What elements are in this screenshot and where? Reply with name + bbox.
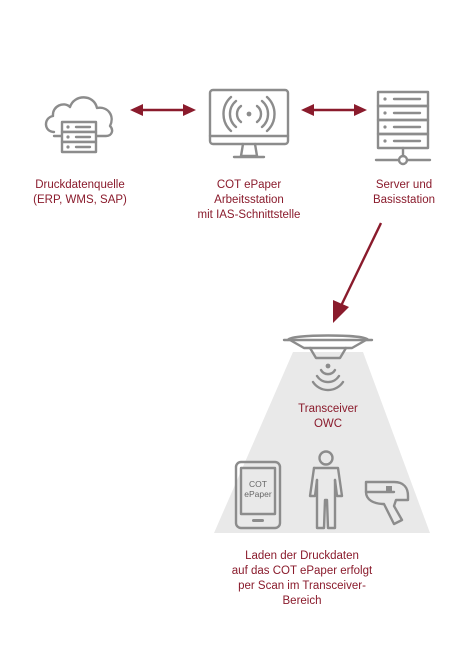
caption-line1: Laden der Druckdaten: [245, 550, 359, 562]
workstation-label-line3: mit IAS-Schnittstelle: [197, 209, 301, 221]
server-label: Server und Basisstation: [344, 178, 464, 208]
cloud-server-icon: [44, 96, 114, 154]
workstation-label-line2: Arbeitsstation: [214, 194, 284, 206]
server-rack-icon: [374, 90, 432, 166]
transceiver-label-line1: Transceiver: [298, 403, 358, 415]
monitor-wireless-icon: [208, 88, 290, 159]
server-label-line1: Server und: [375, 179, 433, 191]
epaper-tablet-icon: [234, 460, 282, 530]
caption-line3: per Scan im Transceiver-: [238, 580, 366, 592]
tablet-text-line2: ePaper: [244, 489, 272, 499]
workstation-label: COT ePaper Arbeitsstation mit IAS-Schnit…: [174, 178, 324, 223]
transceiver-label: Transceiver OWC: [268, 402, 388, 432]
caption-line2: auf das COT ePaper erfolgt: [231, 565, 373, 577]
person-icon: [308, 450, 344, 530]
bidirectional-arrow-workstation-server: [301, 104, 367, 116]
source-label-line1: Druckdatenquelle: [35, 179, 125, 191]
source-label: Druckdatenquelle (ERP, WMS, SAP): [10, 178, 150, 208]
tablet-text-line1: COT: [249, 479, 267, 489]
tablet-screen-text: COT ePaper: [241, 479, 275, 499]
workstation-label-line1: COT ePaper: [216, 179, 282, 191]
caption-line4: Bereich: [282, 595, 322, 607]
source-label-line2: (ERP, WMS, SAP): [33, 194, 127, 206]
barcode-scanner-icon: [364, 480, 410, 526]
ceiling-transceiver-icon: [282, 334, 374, 392]
transceiver-label-line2: OWC: [313, 418, 343, 430]
bidirectional-arrow-source-workstation: [130, 104, 196, 116]
server-label-line2: Basisstation: [372, 194, 435, 206]
caption: Laden der Druckdaten auf das COT ePaper …: [202, 549, 402, 609]
